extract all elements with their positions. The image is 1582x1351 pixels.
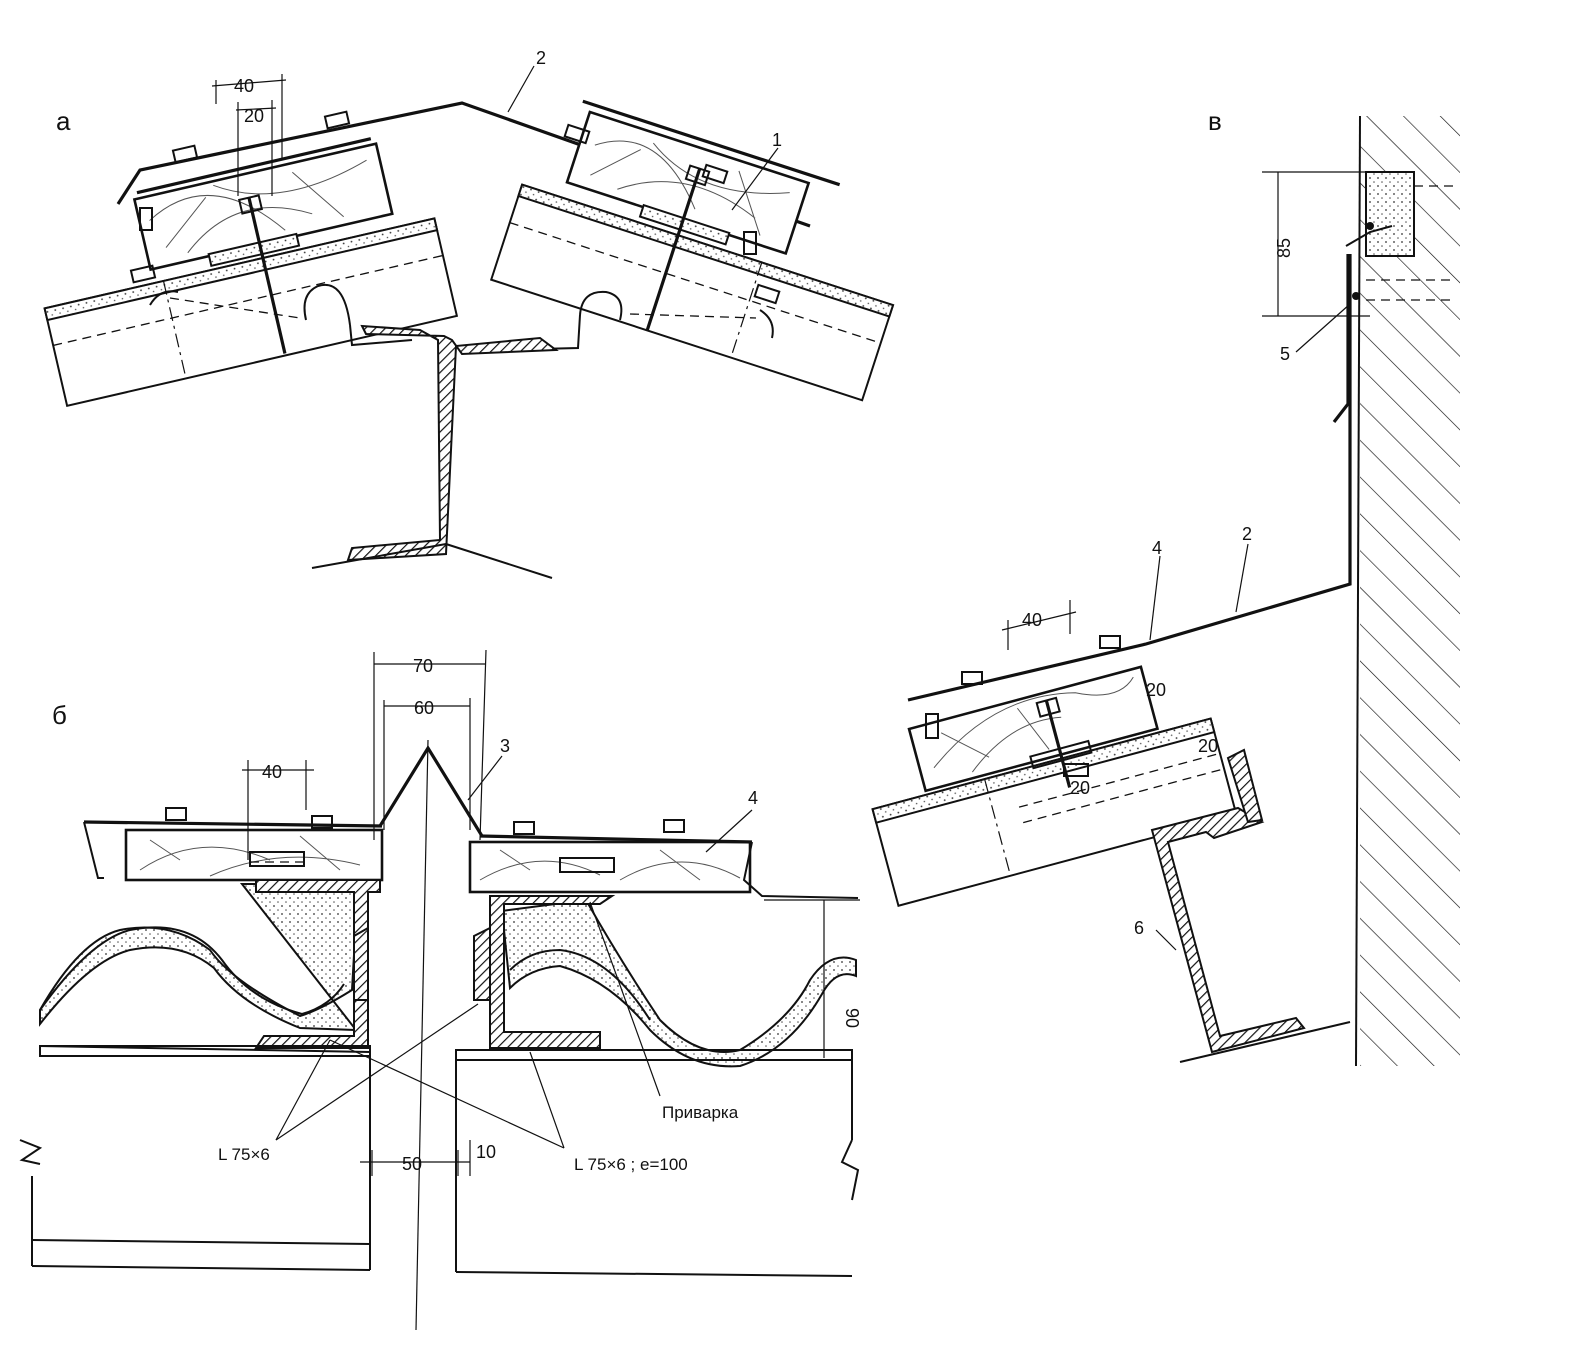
dim-line-40 xyxy=(211,79,287,87)
dim-v-40: 40 xyxy=(1022,610,1042,630)
v-z-purlin xyxy=(1150,806,1306,1054)
callout-v-5: 5 xyxy=(1280,344,1290,364)
left-flashing xyxy=(136,137,372,195)
callout-b-3: 3 xyxy=(500,736,510,756)
callout-v-4: 4 xyxy=(1152,538,1162,558)
b-right-beam-flange xyxy=(455,1049,853,1061)
dim-v-20-b: 20 xyxy=(1198,736,1218,756)
v-wall-face xyxy=(1355,115,1361,1067)
b-right-corrugated-sheet xyxy=(492,898,857,1068)
v-bolts xyxy=(925,635,1121,777)
b-centreline xyxy=(415,739,429,1331)
note-b-angle-right: L 75×6 ; e=100 xyxy=(574,1155,688,1174)
right-bolt-nuts xyxy=(563,123,781,305)
right-hook xyxy=(579,290,623,321)
callout-a-1: 1 xyxy=(772,130,782,150)
view-b-label: б xyxy=(52,700,67,730)
dim-b-60: 60 xyxy=(414,698,434,718)
b-right-angle xyxy=(489,895,616,1049)
dim-b-10: 10 xyxy=(476,1142,496,1162)
note-b-angle-left: L 75×6 xyxy=(218,1145,270,1164)
dim-v-20-c: 20 xyxy=(1070,778,1090,798)
v-roof-flashing xyxy=(907,254,1352,702)
dim-b-50: 50 xyxy=(402,1154,422,1174)
right-pad xyxy=(638,203,731,246)
right-insulation-layer xyxy=(517,183,895,318)
dim-v-20-a: 20 xyxy=(1146,680,1166,700)
dim-a-20: 20 xyxy=(244,106,264,126)
dim-b-70: 70 xyxy=(413,656,433,676)
callout-a-2: 2 xyxy=(536,48,546,68)
dim-b-90: 90 xyxy=(842,1008,862,1028)
b-left-pad xyxy=(249,851,305,867)
v-insulation-layer xyxy=(871,717,1216,824)
view-b: б xyxy=(19,649,862,1331)
b-ridge-cap xyxy=(378,744,484,837)
left-hook xyxy=(303,283,351,326)
dim-b-40: 40 xyxy=(262,762,282,782)
left-insulation-layer xyxy=(43,217,439,322)
left-pad xyxy=(207,232,301,268)
note-b-weld: Приварка xyxy=(662,1103,739,1122)
dim-v-85: 85 xyxy=(1274,238,1294,258)
b-right-timber-block xyxy=(468,840,752,894)
view-v: в 85 5 xyxy=(871,106,1460,1067)
view-a: а xyxy=(43,48,895,579)
callout-v-2: 2 xyxy=(1242,524,1252,544)
callout-v-6: 6 xyxy=(1134,918,1144,938)
view-v-label: в xyxy=(1208,106,1222,136)
v-wall-hatch xyxy=(1360,116,1460,1066)
callout-b-4: 4 xyxy=(748,788,758,808)
dim-a-40: 40 xyxy=(234,76,254,96)
b-left-beam-web xyxy=(31,1239,371,1245)
view-a-left-slab xyxy=(43,137,459,408)
right-flashing xyxy=(582,99,841,187)
b-left-corrugated-sheet xyxy=(39,883,360,1032)
view-a-right-slab xyxy=(489,99,895,402)
b-leaders xyxy=(275,901,661,1149)
b-left-timber-block xyxy=(124,828,384,882)
v-slab xyxy=(871,665,1238,907)
dim-line-v-40 xyxy=(1001,611,1077,631)
v-flashing-upstand xyxy=(1332,254,1350,423)
z-purlin xyxy=(346,324,559,562)
view-a-label: а xyxy=(56,106,71,136)
v-parapet-insulation xyxy=(1365,171,1415,257)
